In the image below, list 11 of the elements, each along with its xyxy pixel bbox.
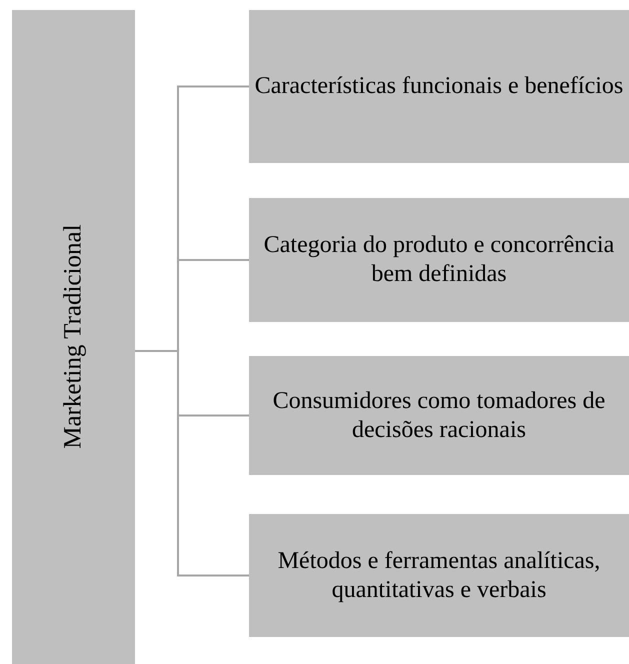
bar-label: Marketing Tradicional <box>58 224 88 450</box>
box-label: Métodos e ferramentas analíticas, quantitativas e verbais <box>276 546 602 604</box>
connector-line <box>135 350 249 576</box>
box-label: Características funcionais e benefícios <box>254 72 624 101</box>
vertical-bar <box>12 10 135 664</box>
text-box <box>249 514 629 637</box>
text-box <box>249 356 629 475</box>
text-box <box>249 198 629 322</box>
box-label: Categoria do produto e concorrência bem definidas <box>262 231 616 289</box>
text-box <box>249 10 629 163</box>
box-label: Consumidores como tomadores de decisões racionais <box>272 386 606 444</box>
